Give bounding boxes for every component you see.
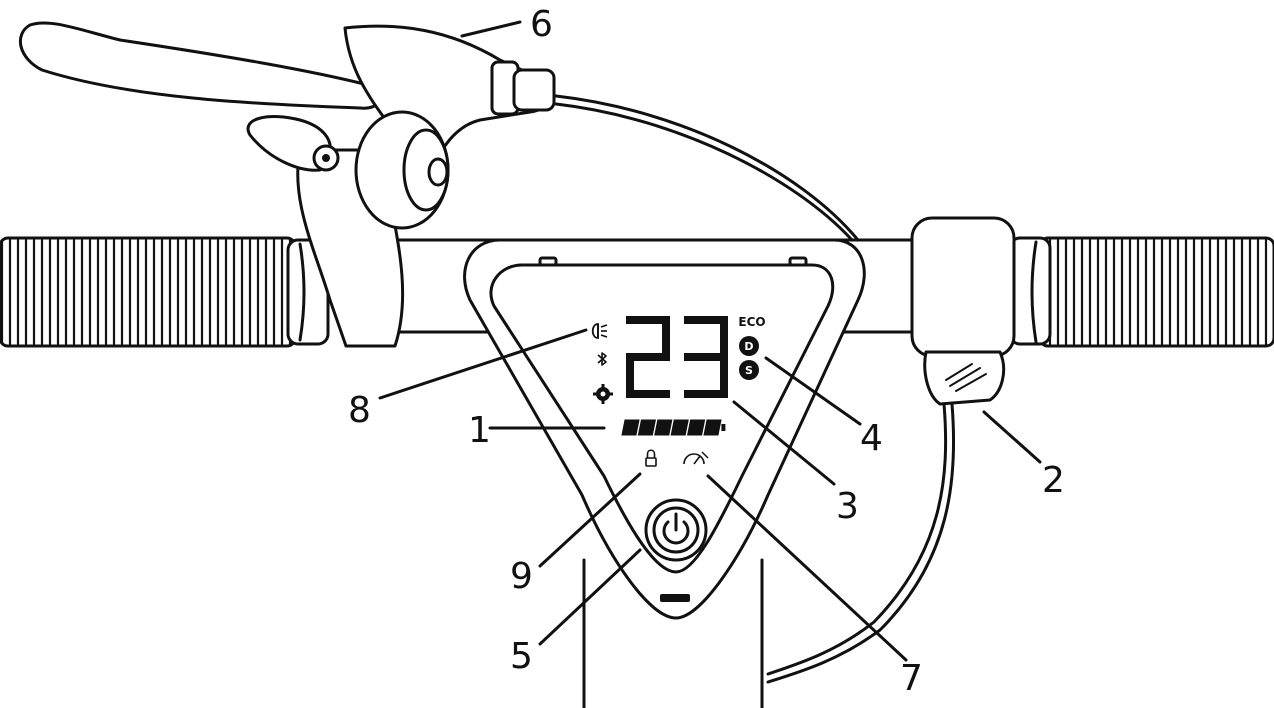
mode-eco-label: ECO: [738, 315, 765, 329]
digit-0-segment-d: [626, 390, 670, 398]
battery-bar-6: [703, 419, 722, 436]
headlight-icon: [591, 323, 608, 339]
battery-bars: [621, 419, 726, 436]
power-button[interactable]: [644, 498, 708, 562]
callout-8: 8: [348, 390, 371, 431]
leader-5: [538, 548, 642, 646]
gear-warning-icon: [593, 384, 613, 404]
bluetooth-icon: [597, 352, 607, 366]
throttle-icon[interactable]: [766, 216, 1016, 684]
battery-indicator: [621, 419, 726, 436]
callout-2: 2: [1042, 460, 1065, 501]
leader-2: [982, 410, 1042, 464]
callout-4: 4: [860, 418, 883, 459]
power-icon: [662, 512, 690, 545]
leader-9: [538, 472, 642, 568]
callout-5: 5: [510, 636, 533, 677]
callout-9: 9: [510, 556, 533, 597]
stem: [582, 558, 764, 708]
digit-1-segment-a: [684, 316, 728, 324]
digit-1-segment-d: [684, 390, 728, 398]
battery-bar-2: [637, 419, 657, 436]
left-grip: [0, 236, 330, 348]
speedometer-icon: [683, 451, 709, 465]
mode-d-label: D: [744, 340, 753, 353]
leader-8: [378, 328, 588, 400]
mode-s-badge: [739, 360, 759, 380]
callout-1: 1: [468, 410, 491, 451]
ride-mode-indicators: ECO D S: [738, 315, 766, 380]
callout-3: 3: [836, 486, 859, 527]
bell-icon[interactable]: [246, 110, 450, 230]
battery-tip: [721, 424, 726, 431]
mode-d-badge: [739, 336, 759, 356]
mode-s-label: S: [745, 364, 753, 377]
leader-lines: [378, 20, 1042, 662]
callout-labels: 6 8 1 4 2 3 9 5 7: [348, 4, 1065, 699]
digit-0-segment-g: [626, 353, 670, 361]
digit-0-segment-e: [626, 357, 634, 398]
lock-icon: [645, 449, 657, 467]
battery-bar-1: [621, 419, 640, 436]
leader-4: [764, 356, 862, 426]
brake-cable: [554, 94, 860, 242]
speed-display: [626, 316, 728, 398]
digit-0-segment-a: [626, 316, 670, 324]
callout-6: 6: [530, 4, 553, 45]
right-grip: [1008, 236, 1274, 348]
callout-7: 7: [900, 658, 923, 699]
digit-1-segment-c: [720, 357, 728, 398]
battery-bar-3: [654, 419, 673, 436]
leader-6: [460, 20, 522, 38]
digit-0-segment-b: [662, 316, 670, 357]
speed-digits: [626, 316, 728, 398]
brake-cable-edge: [554, 102, 854, 242]
leader-7: [706, 474, 908, 662]
digit-1-segment-b: [720, 316, 728, 357]
digit-1-segment-g: [684, 353, 728, 361]
battery-bar-5: [686, 419, 706, 436]
battery-bar-4: [670, 419, 689, 436]
leader-3: [732, 400, 836, 486]
